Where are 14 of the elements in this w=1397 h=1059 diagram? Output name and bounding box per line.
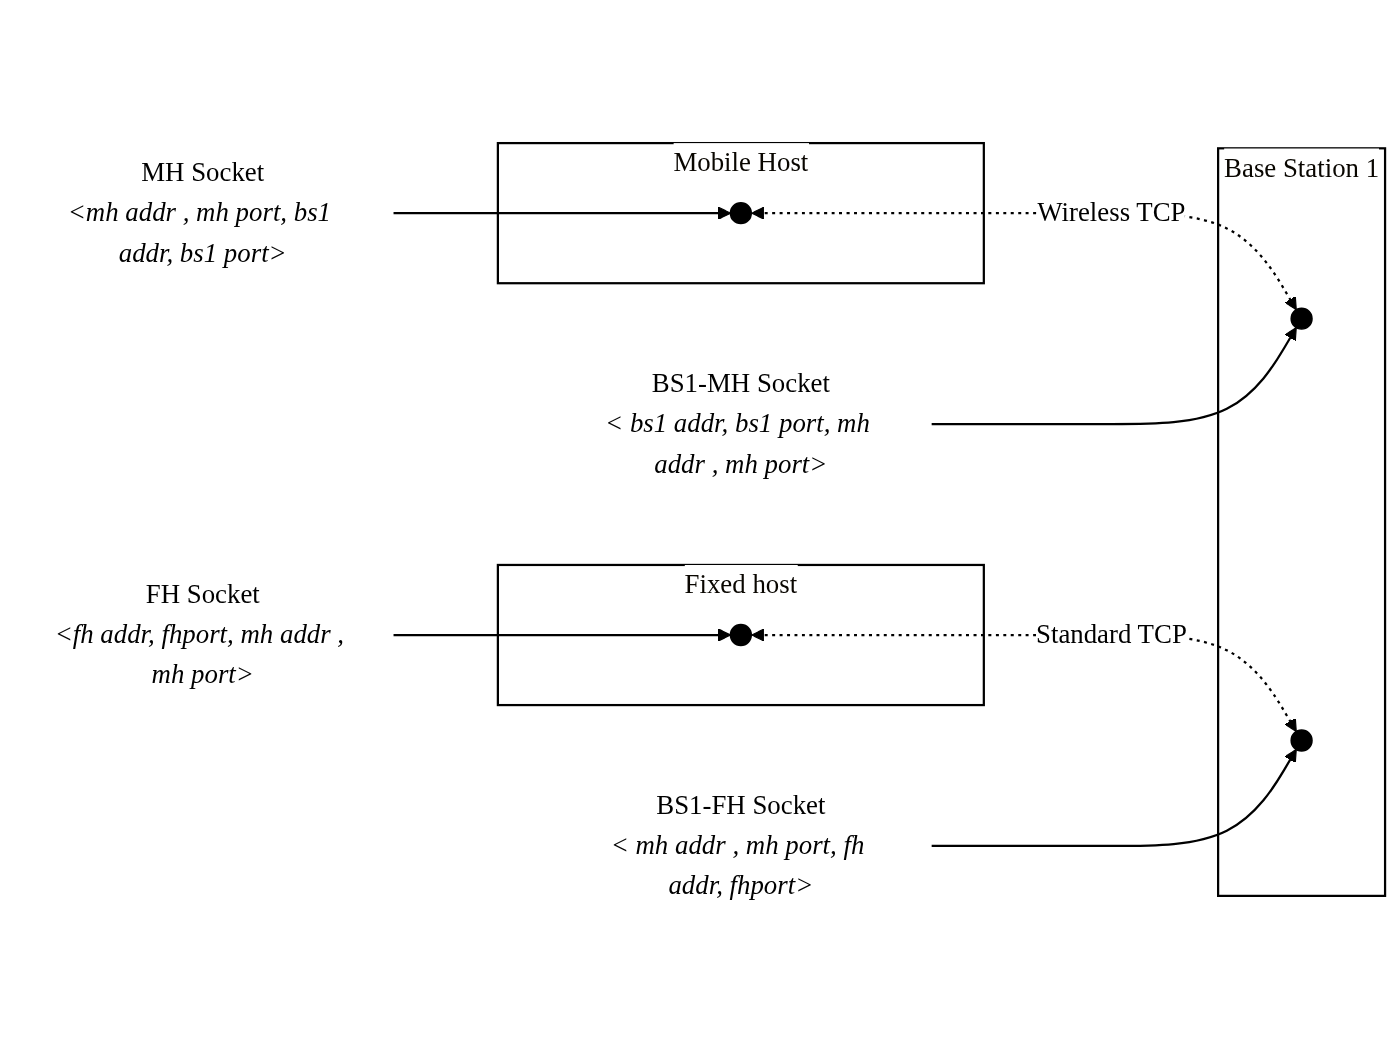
edge-label: Wireless TCP [1037,197,1186,228]
node-text: BS1-MH Socket < bs1 addr, bs1 port, mh addr , mh port> [605,368,870,479]
arrow [393,206,731,220]
node-text: BS1-FH Socket < mh addr , mh port, fh addr, fhport> [610,789,865,901]
node-circle [729,201,753,225]
node-text: MH Socket <mh addr , mh port, bs1 addr, bs1 port> [67,157,332,268]
node-circle [1290,307,1313,330]
node-circle [729,623,753,647]
arrow [931,748,1297,847]
node-text: FH Socket <fh addr, fhport, mh addr , mh port> [54,579,345,690]
arrow [393,628,731,642]
edge-label: Standard TCP [1036,619,1187,650]
node-circle [1290,729,1313,752]
arrow [931,326,1297,426]
